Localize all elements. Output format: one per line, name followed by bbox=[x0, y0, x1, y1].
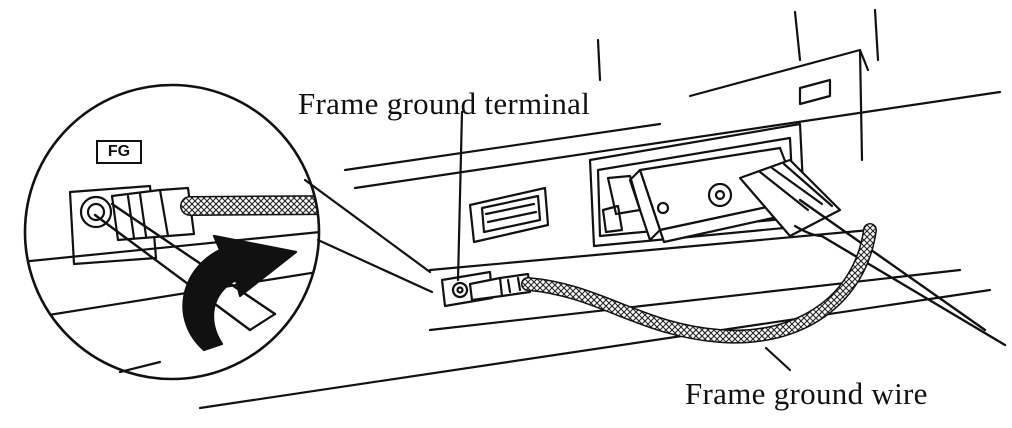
rotation-arrow-icon bbox=[182, 234, 298, 352]
magnified-inset bbox=[23, 83, 321, 381]
callout-line-bottom bbox=[316, 238, 434, 294]
parallel-cable-connector bbox=[601, 146, 1007, 347]
callout-line-top bbox=[303, 178, 432, 274]
frame-ground-wire-label: Frame ground wire bbox=[685, 376, 928, 411]
frame-ground-terminal-label: Frame ground terminal bbox=[298, 86, 591, 121]
wire-leader-line bbox=[764, 346, 792, 372]
printer-body bbox=[118, 8, 1002, 410]
interface-port-small bbox=[468, 186, 550, 244]
terminal-leader-line bbox=[456, 110, 464, 282]
frame-ground-terminal bbox=[440, 270, 532, 308]
fg-mark-label: FG bbox=[96, 140, 142, 164]
